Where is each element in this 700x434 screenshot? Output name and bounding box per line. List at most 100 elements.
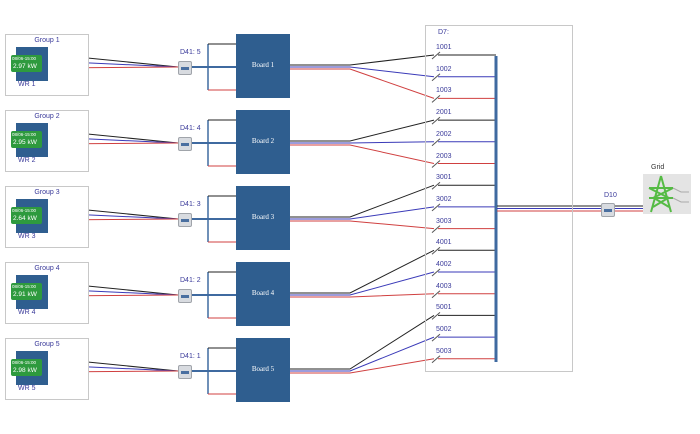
inverter-power: 2.97 kW	[13, 63, 37, 70]
wire-board-circuit	[290, 184, 435, 218]
group-box[interactable]: Group 3 08/06-15:00 2.64 kW WR 3	[5, 186, 89, 248]
inverter-display: 08/06-15:00 2.95 kW	[11, 131, 42, 148]
circuit-label[interactable]: 3001	[436, 174, 452, 182]
meter-label: D41: 5	[180, 49, 201, 56]
group-box[interactable]: Group 2 08/06-15:00 2.95 kW WR 2	[5, 110, 89, 172]
switch-icon	[431, 290, 441, 299]
group-title: Group 3	[34, 189, 60, 196]
inverter-power: 2.95 kW	[13, 139, 37, 146]
wire-board-circuit	[290, 271, 435, 296]
distribution-panel-d7	[425, 25, 573, 372]
switch-icon	[431, 73, 441, 82]
circuit-label[interactable]: 1003	[436, 87, 452, 95]
board[interactable]: Board 3	[236, 186, 290, 250]
board[interactable]: Board 5	[236, 338, 290, 402]
inverter-timestamp: 08/06-15:00	[12, 360, 37, 365]
switch-icon	[431, 160, 441, 168]
wire-board-circuit	[290, 141, 435, 144]
board[interactable]: Board 4	[236, 262, 290, 326]
circuit-label[interactable]: 4002	[436, 261, 452, 268]
circuit-label[interactable]: 4003	[436, 282, 452, 290]
inverter-power: 2.98 kW	[13, 367, 37, 374]
board[interactable]: Board 2	[236, 110, 290, 174]
wire-board-circuit	[290, 206, 435, 220]
inverter-timestamp: 08/06-15:00	[12, 56, 37, 61]
wire-board-circuit	[290, 314, 435, 370]
wire-board-circuit	[290, 68, 435, 99]
circuit-label[interactable]: 4001	[436, 239, 452, 247]
circuit-label[interactable]: 5001	[436, 304, 452, 312]
inverter-label: WR 1	[18, 81, 36, 88]
meter-icon[interactable]	[178, 289, 192, 303]
group-box[interactable]: Group 1 08/06-15:00 2.97 kW WR 1	[5, 34, 89, 96]
switch-icon	[431, 268, 441, 277]
wire-board-circuit	[290, 119, 435, 142]
board-label: Board 5	[251, 365, 275, 373]
group-box[interactable]: Group 4 08/06-15:00 2.91 kW WR 4	[5, 262, 89, 324]
meter-label: D41: 4	[180, 125, 201, 132]
meter-label: D41: 3	[180, 201, 201, 208]
board-label: Board 2	[251, 137, 275, 145]
switch-icon	[431, 225, 441, 233]
inverter-power: 2.91 kW	[13, 291, 37, 298]
wire-board-circuit	[290, 336, 435, 372]
circuit-label[interactable]: 1002	[436, 65, 452, 73]
inverter-display: 08/06-15:00 2.97 kW	[11, 55, 42, 72]
wire-board-circuit	[290, 144, 435, 164]
circuit-label[interactable]: 5002	[436, 326, 452, 334]
grid-icon[interactable]	[643, 174, 691, 214]
switch-icon	[431, 138, 441, 147]
meter-icon[interactable]	[178, 61, 192, 75]
inverter-display: 08/06-15:00 2.98 kW	[11, 359, 42, 376]
board[interactable]: Board 1	[236, 34, 290, 98]
inverter-label: WR 2	[18, 157, 36, 164]
inverter-timestamp: 08/06-15:00	[12, 132, 37, 137]
meter-label: D41: 1	[180, 353, 201, 360]
wire-board-circuit	[290, 358, 435, 374]
group-title: Group 2	[34, 113, 60, 120]
circuit-label[interactable]: 3002	[436, 195, 452, 203]
switch-icon	[431, 181, 441, 190]
group-title: Group 5	[34, 341, 60, 348]
switch-icon	[431, 312, 441, 320]
switch-icon	[431, 333, 441, 342]
circuit-label[interactable]: 2002	[436, 130, 452, 138]
group-box[interactable]: Group 5 08/06-15:00 2.98 kW WR 5	[5, 338, 89, 400]
inverter-label: WR 5	[18, 385, 36, 392]
inverter-label: WR 3	[18, 233, 36, 240]
circuit-label[interactable]: 5003	[436, 347, 452, 355]
inverter-label: WR 4	[18, 309, 36, 316]
board-label: Board 3	[251, 213, 275, 221]
switch-icon	[431, 51, 441, 60]
wire-board-circuit	[290, 220, 435, 230]
board-label: Board 1	[251, 61, 275, 69]
circuit-label[interactable]: 3003	[436, 217, 452, 225]
grid-label: Grid	[651, 164, 665, 171]
main-meter-icon[interactable]	[601, 203, 615, 217]
circuit-label[interactable]: 2003	[436, 152, 452, 160]
switch-icon	[431, 95, 441, 103]
inverter-display: 08/06-15:00 2.91 kW	[11, 283, 42, 300]
group-title: Group 4	[34, 265, 60, 272]
meter-icon[interactable]	[178, 137, 192, 151]
power-pylon-icon	[648, 175, 689, 213]
meter-icon[interactable]	[178, 213, 192, 227]
main-meter-label: D10	[604, 192, 617, 199]
meter-icon[interactable]	[178, 365, 192, 379]
wire-board-circuit	[290, 249, 435, 294]
meter-label: D41: 2	[180, 277, 201, 284]
inverter-power: 2.64 kW	[13, 215, 37, 222]
circuit-label[interactable]: 2001	[436, 109, 452, 117]
inverter-timestamp: 08/06-15:00	[12, 208, 37, 213]
wire-board-circuit	[290, 54, 435, 66]
switch-icon	[431, 355, 441, 364]
inverter-display: 08/06-15:00 2.64 kW	[11, 207, 42, 224]
group-title: Group 1	[34, 37, 60, 44]
switch-icon	[431, 116, 441, 125]
wire-board-circuit	[290, 66, 435, 78]
circuit-label[interactable]: 1001	[436, 44, 452, 51]
inverter-timestamp: 08/06-15:00	[12, 284, 37, 289]
switch-icon	[431, 246, 441, 255]
board-label: Board 4	[251, 289, 275, 297]
